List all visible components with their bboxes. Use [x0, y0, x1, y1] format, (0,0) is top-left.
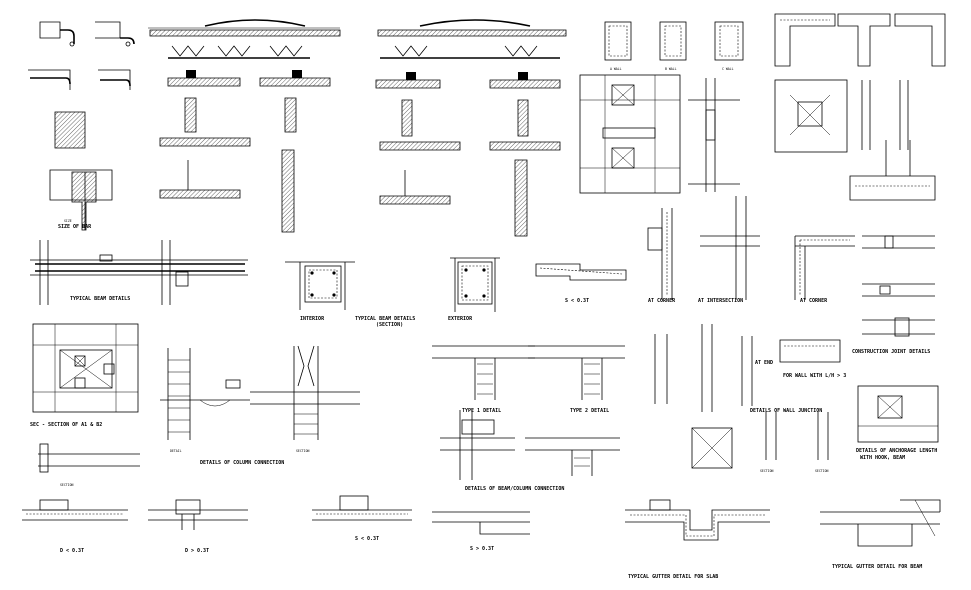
- caption-typical-gutter-slab: TYPICAL GUTTER DETAIL FOR SLAB: [628, 574, 718, 580]
- typical-beam-details-group: TYPICAL BEAM DETAILS: [30, 240, 248, 305]
- caption-details-beam-column: DETAILS OF BEAM/COLUMN CONNECTION: [465, 486, 564, 492]
- caption-with-hook-beam: WITH HOOK, BEAM: [860, 455, 905, 461]
- caption-section-note: (SECTION): [376, 322, 403, 328]
- caption-typical-beam-section: TYPICAL BEAM DETAILS: [355, 316, 415, 322]
- caption-at-corner-1: AT CORNER: [648, 298, 676, 304]
- anchorage-length-group: DETAILS OF ANCHORAGE LENGTH WITH HOOK, B…: [856, 385, 939, 461]
- caption-at-intersection: AT INTERSECTION: [698, 298, 743, 304]
- svg-text:AT END: AT END: [755, 360, 773, 366]
- svg-text:DETAIL: DETAIL: [170, 449, 182, 453]
- caption-typical-gutter-beam: TYPICAL GUTTER DETAIL FOR BEAM: [832, 564, 922, 570]
- caption-at-corner-2: AT CORNER: [800, 298, 828, 304]
- wall-sections-group: A WALL B WALL C WALL: [604, 13, 946, 71]
- caption-details-wall-junction: DETAILS OF WALL JUNCTION: [750, 408, 822, 414]
- construction-joint-group: CONSTRUCTION JOINT DETAILS: [852, 235, 935, 355]
- wall-junction-group: AT END FOR WALL WITH L/H > 3 DETAILS OF …: [654, 324, 846, 473]
- caption-for-wall: FOR WALL WITH L/H > 3: [783, 373, 846, 379]
- caption-a-wall: A WALL: [610, 67, 622, 71]
- caption-type2-detail: TYPE 2 DETAIL: [570, 408, 609, 414]
- lap-weld-details-group: [148, 19, 567, 237]
- caption-typical-beam-details: TYPICAL BEAM DETAILS: [70, 296, 130, 302]
- caption-d-lt-03t: D < 0.3T: [60, 548, 84, 554]
- column-section-group: SEC - SECTION OF A1 & B2: [30, 323, 139, 428]
- caption-s-lt-03t-2: S < 0.3T: [355, 536, 379, 542]
- beam-column-connection-group: TYPE 1 DETAIL TYPE 2 DETAIL DETAILS OF B…: [432, 345, 625, 492]
- caption-c-wall: C WALL: [722, 67, 734, 71]
- gutter-details-group: TYPICAL GUTTER DETAIL FOR SLAB TYPICAL G…: [625, 499, 941, 580]
- beam-sections-group: INTERIOR TYPICAL BEAM DETAILS (SECTION) …: [285, 257, 500, 328]
- caption-column-section-bottom: SEC - SECTION OF A1 & B2: [30, 422, 102, 428]
- svg-text:SECTION: SECTION: [60, 483, 74, 487]
- caption-s-lt-03t: S < 0.3T: [565, 298, 589, 304]
- column-connection-group: DETAIL SECTION DETAILS OF COLUMN CONNECT…: [160, 345, 360, 466]
- svg-text:SIZE: SIZE: [64, 219, 72, 223]
- caption-b-wall: B WALL: [665, 67, 677, 71]
- svg-text:SECTION: SECTION: [296, 449, 310, 453]
- svg-text:SECTION: SECTION: [760, 469, 774, 473]
- slab-step-details-row: D < 0.3T D > 0.3T S < 0.3T S > 0.3T: [22, 495, 530, 554]
- wall-corner-group: AT CORNER AT INTERSECTION AT CORNER: [647, 196, 855, 304]
- hook-details-group: SIZE SIZE OF BAR: [28, 21, 135, 231]
- caption-exterior: EXTERIOR: [448, 316, 473, 322]
- caption-s-gt-03t: S > 0.3T: [470, 546, 494, 552]
- svg-text:SECTION: SECTION: [815, 469, 829, 473]
- caption-details-column-connection: DETAILS OF COLUMN CONNECTION: [200, 460, 284, 466]
- caption-type1-detail: TYPE 1 DETAIL: [462, 408, 501, 414]
- slab-step-group: S < 0.3T: [535, 263, 627, 304]
- caption-details-anchorage: DETAILS OF ANCHORAGE LENGTH: [856, 448, 937, 454]
- wall-opening-elevation-group: [579, 74, 936, 201]
- caption-size-of-bar: SIZE OF BAR: [58, 224, 92, 230]
- caption-interior: INTERIOR: [300, 316, 325, 322]
- caption-d-gt-03t: D > 0.3T: [185, 548, 209, 554]
- wall-end-detail-group: SECTION: [38, 443, 140, 487]
- caption-construction-joint: CONSTRUCTION JOINT DETAILS: [852, 349, 930, 355]
